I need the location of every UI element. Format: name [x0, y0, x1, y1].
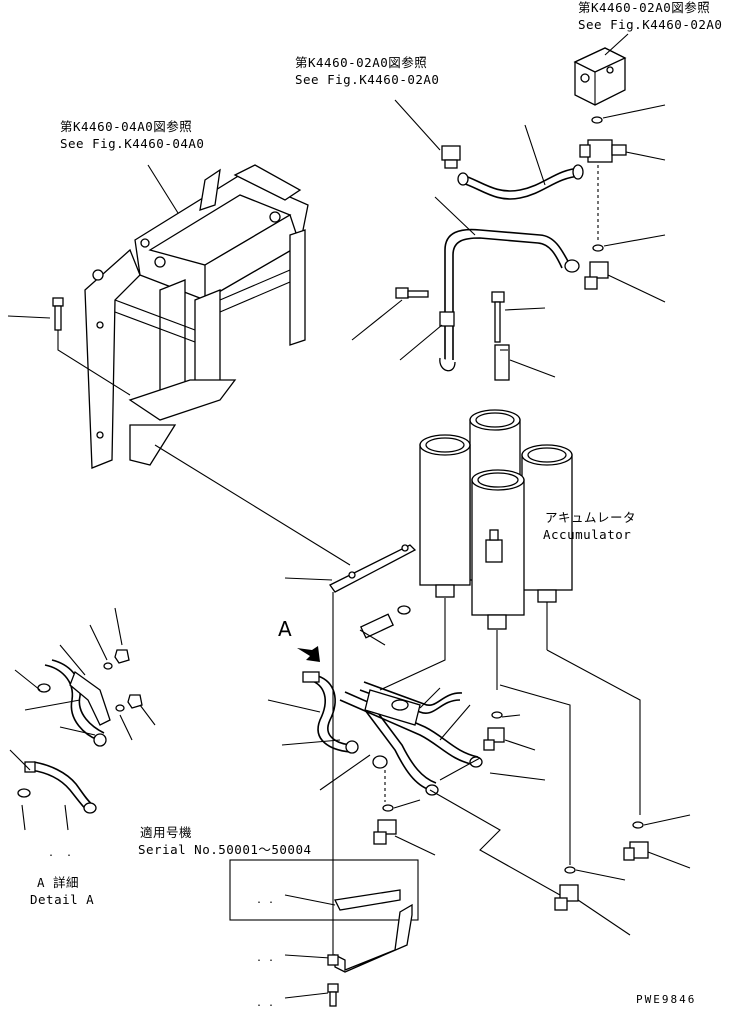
view-label-a: A: [278, 617, 293, 641]
serial-box: [229, 859, 419, 921]
serial-label-jp: 適用号機: [140, 825, 193, 840]
ref-top-right-jp: 第K4460-02A0図参照: [578, 0, 711, 15]
view-arrow-a: [297, 646, 320, 662]
serial-label-en: Serial No.50001～50004: [138, 842, 312, 857]
ref-top-middle-jp: 第K4460-02A0図参照: [295, 55, 428, 70]
bolt-clamp: [395, 287, 429, 299]
bottom-bolt: [327, 954, 339, 1007]
elbow-fitting-right: [584, 261, 609, 290]
svg-text:. .: . .: [256, 998, 274, 1009]
ref-left-frame-jp: 第K4460-04A0図参照: [60, 119, 193, 134]
elbow-fitting-right-low: [623, 841, 649, 861]
ref-top-middle-en: See Fig.K4460-02A0: [295, 72, 440, 87]
clip-bracket: [494, 344, 510, 381]
accumulator-label-jp: アキュムレータ: [545, 510, 637, 525]
adapter-fitting: [360, 605, 411, 639]
ref-top-right-en: See Fig.K4460-02A0: [578, 17, 723, 32]
detail-a-parts: [17, 649, 143, 814]
svg-text:. .: . .: [256, 953, 274, 964]
drawing-id: PWE9846: [636, 993, 697, 1006]
detail-label-jp: A 詳細: [37, 875, 80, 890]
svg-text:. .: . .: [48, 848, 72, 859]
relief-valve: [573, 47, 627, 106]
bolt-frame: [52, 297, 64, 331]
detail-label-en: Detail A: [30, 892, 95, 907]
bottom-bracket: [334, 903, 413, 973]
ref-left-frame-en: See Fig.K4460-04A0: [60, 136, 205, 151]
tee-fitting: [579, 139, 627, 163]
elbow-fitting-low: [373, 819, 397, 845]
pipe-assembly: [302, 671, 483, 796]
elbow-fitting-mid: [483, 727, 505, 751]
accumulator-cylinders: [419, 409, 573, 630]
mount-plate: [329, 544, 417, 593]
frame-bracket: [84, 164, 309, 469]
connector-top: [441, 145, 461, 169]
svg-text:. .: . .: [256, 895, 274, 906]
bolt-right: [491, 291, 505, 343]
elbow-fitting-bottom: [554, 884, 579, 911]
accumulator-label-en: Accumulator: [543, 527, 632, 542]
